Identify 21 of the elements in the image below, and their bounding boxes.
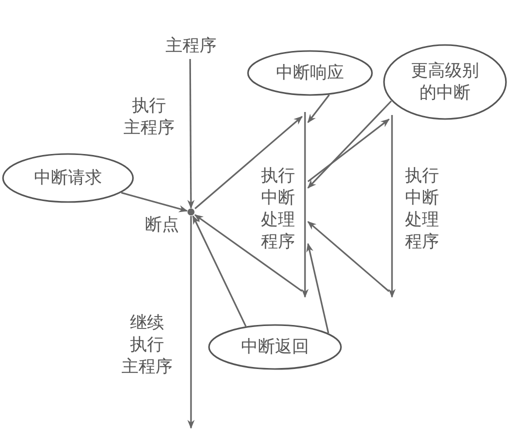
- arrow: [306, 242, 330, 334]
- arrow: [194, 116, 303, 210]
- heading-text: 主程序: [166, 34, 216, 58]
- step-label: 执行中断处理程序: [260, 165, 296, 254]
- breakpoint-label: 断点: [144, 214, 180, 236]
- arrow: [307, 100, 392, 189]
- oval-label: 中断返回: [241, 336, 309, 358]
- oval-label: 中断响应: [276, 62, 344, 84]
- step-label: 继续执行主程序: [120, 312, 174, 378]
- arrow: [192, 215, 247, 327]
- arrow: [187, 59, 195, 209]
- arrow: [194, 214, 302, 292]
- oval-label: 中断请求: [34, 166, 102, 190]
- arrow: [308, 118, 390, 182]
- step-label: 执行中断处理程序: [404, 165, 440, 254]
- arrow: [307, 94, 330, 124]
- arrow: [121, 192, 188, 212]
- oval-label: 更高级别的中断: [410, 60, 480, 104]
- arrow: [307, 221, 390, 292]
- step-label: 执行主程序: [122, 95, 176, 140]
- arrow: [187, 216, 195, 429]
